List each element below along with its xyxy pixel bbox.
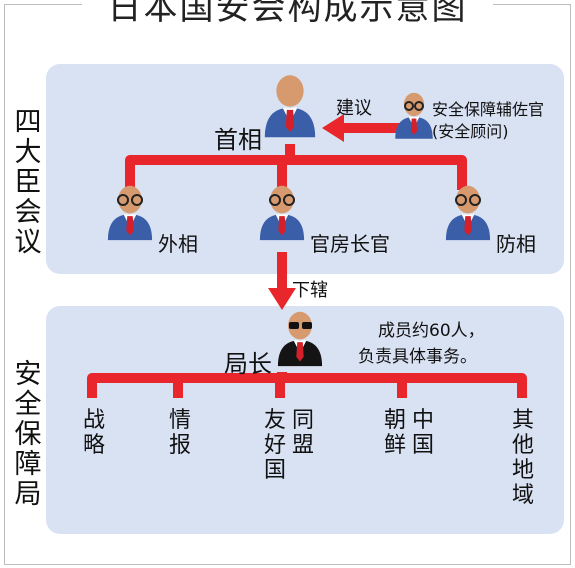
frame-right-rule — [570, 4, 571, 564]
defense-minister-person-icon — [445, 185, 491, 241]
glasses-icon — [117, 101, 481, 206]
pm-label: 首相 — [214, 126, 262, 154]
frame-top-right-rule — [493, 4, 571, 5]
page-title: 日本国安会构成示意图 — [0, 0, 575, 30]
frame-bottom-rule — [4, 564, 571, 565]
advise-label: 建议 — [336, 98, 372, 119]
director-person-icon — [277, 311, 323, 367]
bureau-note-line1: 成员约60人， — [378, 321, 485, 341]
advise-arrow-head — [322, 114, 344, 142]
director-label: 局长 — [224, 350, 272, 378]
advisor-label-line1: 安全保障辅佐官 — [432, 100, 545, 119]
frame-top-left-rule — [4, 4, 82, 5]
branch-intelligence: 情报 — [168, 408, 191, 458]
branch-alliance: 同盟 — [291, 408, 314, 458]
pm-person-icon — [264, 75, 316, 138]
advisor-label-line2: (安全顾问) — [432, 122, 509, 141]
foreign-minister-label: 外相 — [158, 232, 198, 256]
sunglasses-icon — [289, 322, 312, 329]
defense-minister-label: 防相 — [496, 232, 536, 256]
cabinet-secretary-person-icon — [259, 185, 305, 241]
oversee-label: 下辖 — [292, 280, 328, 301]
foreign-minister-person-icon — [107, 185, 153, 241]
bureau-connector — [87, 373, 527, 398]
council-connector — [125, 155, 467, 190]
advisor-person-icon — [395, 92, 433, 139]
branch-friendly-nations: 友好国 — [263, 408, 286, 483]
branch-korea: 朝鲜 — [383, 408, 406, 458]
frame-left-rule — [4, 4, 5, 564]
bureau-side-label: 安全保障局 — [14, 359, 42, 510]
council-side-label: 四大臣会议 — [14, 107, 42, 258]
branch-strategy: 战略 — [82, 408, 105, 458]
cabinet-secretary-label: 官房长官 — [310, 232, 390, 256]
branch-china: 中国 — [411, 408, 434, 458]
bureau-note-line2: 负责具体事务。 — [358, 347, 477, 367]
oversee-arrow-head — [268, 288, 296, 310]
branch-other-regions: 其他地域 — [511, 408, 534, 508]
